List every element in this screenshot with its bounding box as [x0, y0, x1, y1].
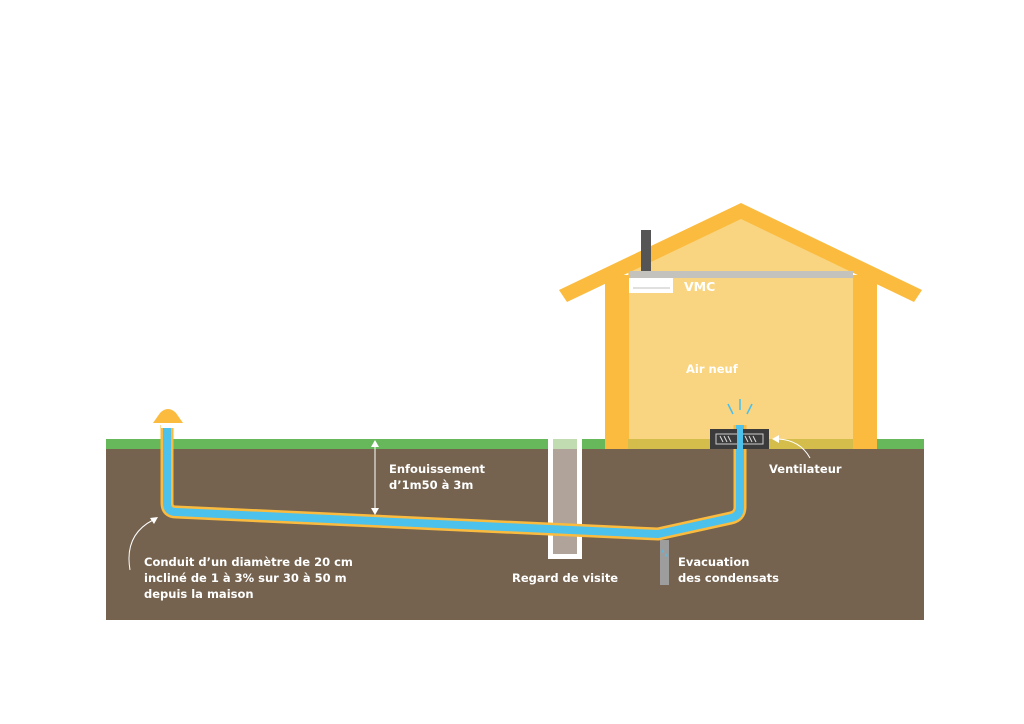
- fan-grille-icon: [710, 425, 769, 449]
- ventilateur-pointer-arrow: [777, 438, 811, 459]
- vmc-label: VMC: [684, 279, 715, 294]
- ventilateur-label: Ventilateur: [769, 462, 842, 476]
- depth-arrow: [371, 440, 379, 515]
- grass-right: [877, 439, 924, 449]
- conduit-pointer-arrow: [128, 519, 154, 571]
- water-drop-icon: [662, 549, 667, 557]
- house-right-wall: [853, 275, 877, 449]
- evacuation-line1: Evacuation: [678, 555, 749, 569]
- vmc-unit: [629, 278, 673, 293]
- enfouissement-line1: Enfouissement: [389, 462, 486, 476]
- enfouissement-line2: d’1m50 à 3m: [389, 478, 473, 492]
- conduit-line2: incliné de 1 à 3% sur 30 à 50 m: [144, 571, 347, 585]
- ceiling-duct: [629, 271, 853, 278]
- chimney: [641, 230, 651, 280]
- underground-pipe: [160, 425, 747, 541]
- soil: [106, 449, 924, 620]
- condensate-drain: [660, 540, 669, 585]
- regard-label: Regard de visite: [512, 571, 618, 585]
- house-left-wall: [605, 275, 629, 449]
- grass-left: [106, 439, 605, 449]
- regard-de-visite: [548, 439, 582, 559]
- airflow-rays-icon: [727, 399, 753, 415]
- house: VMC Air neuf: [559, 203, 922, 449]
- air-neuf-label: Air neuf: [686, 362, 739, 376]
- mushroom-cap-air-intake-icon: [153, 409, 183, 428]
- conduit-line1: Conduit d’un diamètre de 20 cm: [144, 555, 353, 569]
- ground: [106, 439, 924, 620]
- evacuation-line2: des condensats: [678, 571, 779, 585]
- conduit-line3: depuis la maison: [144, 587, 254, 601]
